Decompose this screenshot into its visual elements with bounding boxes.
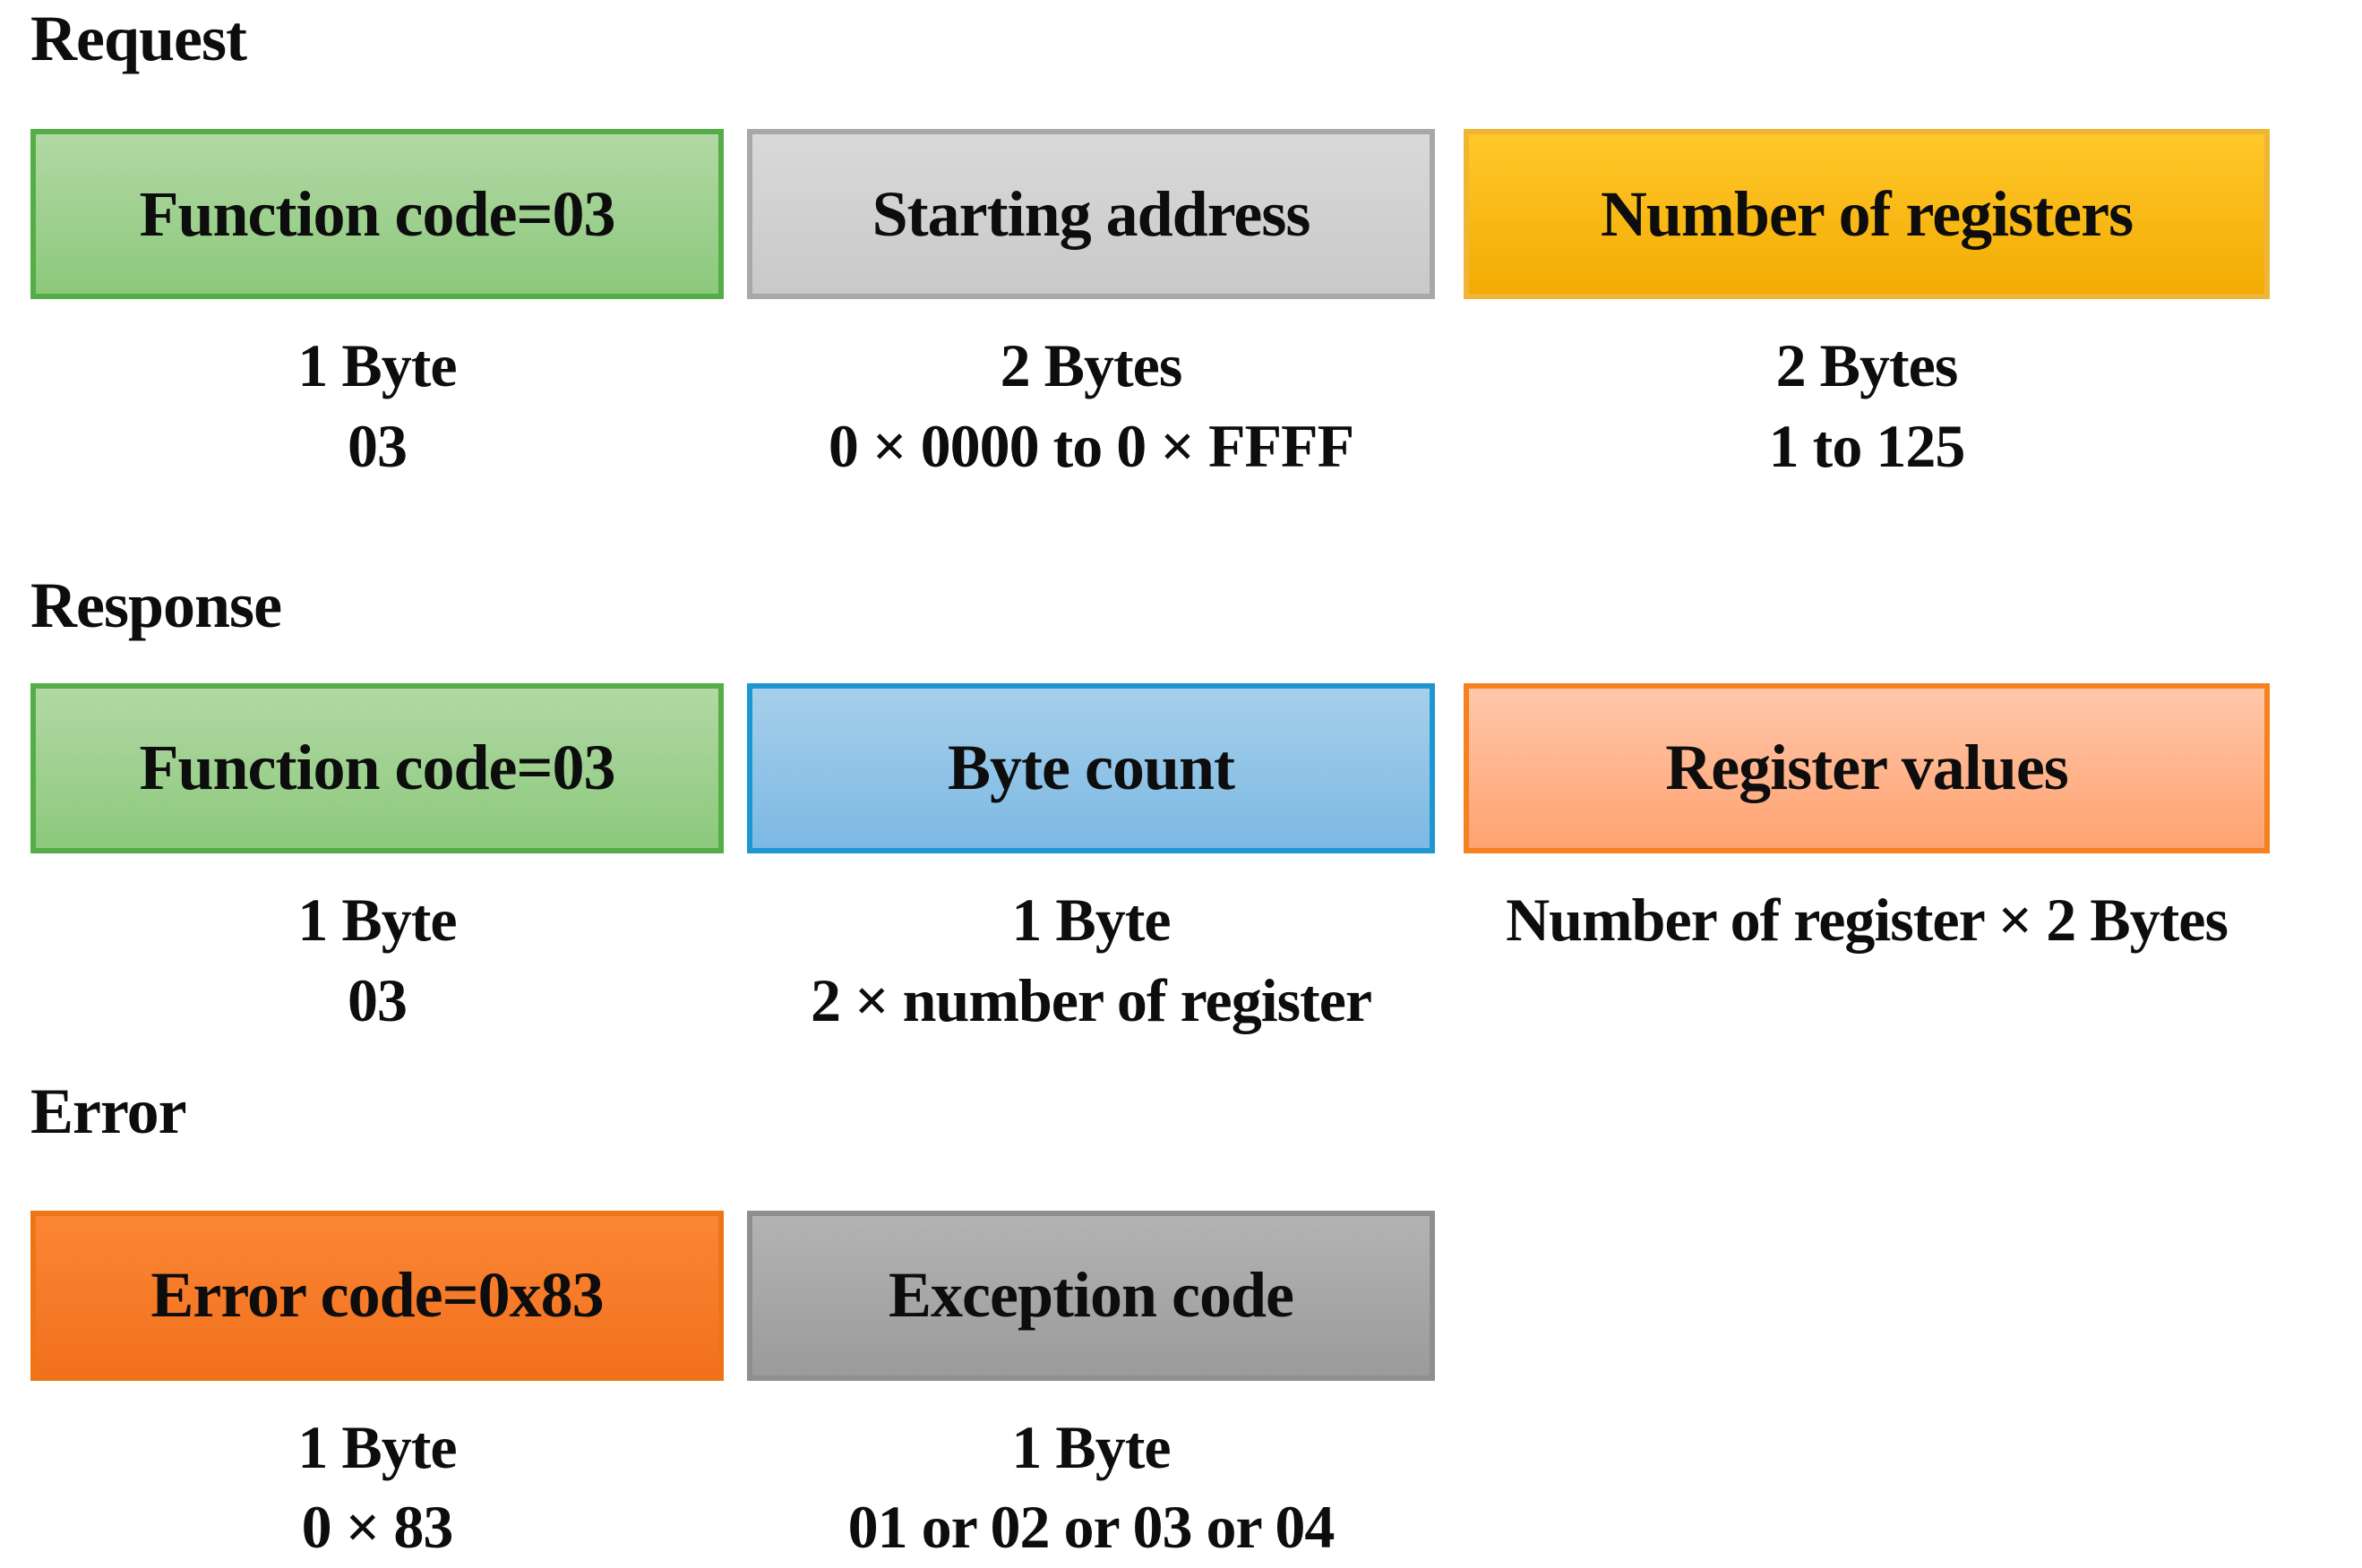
caption-size: 2 Bytes — [1000, 331, 1183, 400]
request-section: Request Function code=03 1 Byte 03 Start… — [0, 3, 2362, 487]
response-function-code-box: Function code=03 — [30, 682, 724, 853]
request-starting-address-box: Starting address — [747, 129, 1435, 300]
response-field-register-values: Register values Number of register × 2 B… — [1464, 682, 2270, 1041]
request-heading: Request — [30, 3, 247, 74]
response-field-byte-count: Byte count 1 Byte 2 × number of register — [747, 682, 1435, 1041]
box-label: Number of registers — [1600, 177, 2134, 250]
box-label: Error code=0x83 — [150, 1259, 604, 1332]
response-field-function-code: Function code=03 1 Byte 03 — [30, 682, 724, 1041]
request-field-starting-address: Starting address 2 Bytes 0 × 0000 to 0 ×… — [747, 129, 1435, 487]
error-code-caption: 1 Byte 0 × 83 — [30, 1408, 724, 1568]
caption-size: 1 Byte — [297, 331, 457, 400]
caption-size: 2 Bytes — [1775, 331, 1959, 400]
response-row: Function code=03 1 Byte 03 Byte count 1 … — [0, 682, 2362, 1041]
caption-value: 03 — [348, 411, 408, 480]
request-number-of-registers-box: Number of registers — [1464, 129, 2270, 300]
response-byte-count-box: Byte count — [747, 682, 1435, 853]
box-label: Byte count — [948, 732, 1235, 804]
response-register-values-box: Register values — [1464, 682, 2270, 853]
request-row: Function code=03 1 Byte 03 Starting addr… — [0, 129, 2362, 487]
error-row: Error code=0x83 1 Byte 0 × 83 Exception … — [0, 1210, 2362, 1568]
response-byte-count-caption: 1 Byte 2 × number of register — [747, 880, 1435, 1041]
caption-value: 0 × 0000 to 0 × FFFF — [828, 411, 1354, 480]
box-label: Function code=03 — [139, 177, 615, 250]
request-function-code-box: Function code=03 — [30, 129, 724, 300]
caption-size: 1 Byte — [1011, 1412, 1171, 1481]
caption-value: 1 to 125 — [1768, 411, 1966, 480]
response-section: Response Function code=03 1 Byte 03 Byte… — [0, 570, 2362, 1041]
request-function-code-caption: 1 Byte 03 — [30, 326, 724, 487]
caption-value: 01 or 02 or 03 or 04 — [847, 1493, 1336, 1562]
error-field-error-code: Error code=0x83 1 Byte 0 × 83 — [30, 1210, 724, 1568]
error-exception-code-caption: 1 Byte 01 or 02 or 03 or 04 — [747, 1408, 1435, 1568]
caption-value: 0 × 83 — [301, 1493, 454, 1562]
request-number-of-registers-caption: 2 Bytes 1 to 125 — [1464, 326, 2270, 487]
caption-size: 1 Byte — [297, 885, 457, 954]
error-exception-code-box: Exception code — [747, 1210, 1435, 1381]
request-field-function-code: Function code=03 1 Byte 03 — [30, 129, 724, 487]
error-section: Error Error code=0x83 1 Byte 0 × 83 Exce… — [0, 1076, 2362, 1568]
caption-value: 03 — [348, 965, 408, 1034]
error-field-exception-code: Exception code 1 Byte 01 or 02 or 03 or … — [747, 1210, 1435, 1568]
box-label: Exception code — [889, 1259, 1294, 1332]
box-label: Register values — [1665, 732, 2069, 804]
response-register-values-caption: Number of register × 2 Bytes — [1464, 880, 2270, 961]
request-starting-address-caption: 2 Bytes 0 × 0000 to 0 × FFFF — [747, 326, 1435, 487]
box-label: Function code=03 — [139, 732, 615, 804]
response-heading: Response — [30, 569, 282, 641]
caption-size: Number of register × 2 Bytes — [1506, 885, 2229, 954]
response-function-code-caption: 1 Byte 03 — [30, 880, 724, 1041]
error-code-box: Error code=0x83 — [30, 1210, 724, 1381]
error-heading: Error — [30, 1075, 187, 1148]
box-label: Starting address — [872, 177, 1311, 250]
caption-size: 1 Byte — [297, 1412, 457, 1481]
caption-value: 2 × number of register — [810, 965, 1372, 1034]
caption-size: 1 Byte — [1011, 885, 1171, 954]
request-field-number-of-registers: Number of registers 2 Bytes 1 to 125 — [1464, 129, 2270, 487]
